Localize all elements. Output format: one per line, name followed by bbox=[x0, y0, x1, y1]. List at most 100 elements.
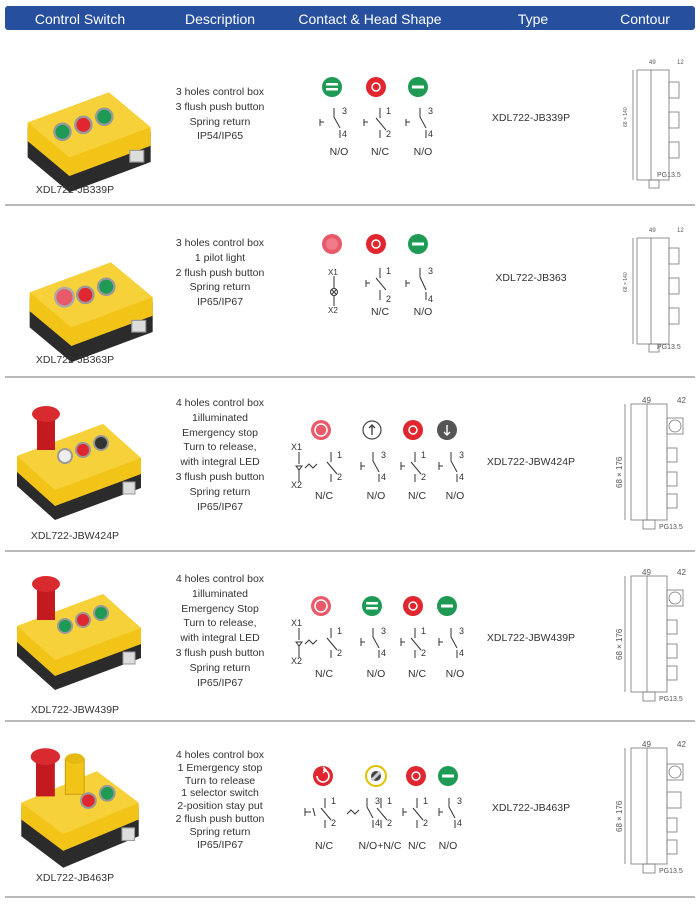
product-row-jb339p: XDL722-JB339P 3 holes control box 3 flus… bbox=[5, 32, 695, 204]
gland-label: PG13.5 bbox=[657, 172, 681, 179]
svg-text:2: 2 bbox=[423, 818, 428, 828]
type-code: XDL722-JBW424P bbox=[486, 456, 576, 468]
svg-text:4: 4 bbox=[381, 648, 386, 658]
svg-text:4: 4 bbox=[428, 129, 433, 139]
description-line: Emergency Stop bbox=[181, 602, 259, 615]
contact-type-label: N/O bbox=[413, 146, 433, 158]
height-dimension: 68 × 140 bbox=[623, 107, 629, 127]
description: 4 holes control box 1illuminated Emergen… bbox=[153, 572, 287, 690]
description: 4 holes control box 1 Emergency stop Tur… bbox=[153, 749, 287, 851]
gland-label: PG13.5 bbox=[657, 344, 681, 351]
svg-text:2: 2 bbox=[421, 472, 426, 482]
model-label: XDL722-JB463P bbox=[35, 872, 115, 884]
description-line: 1illuminated bbox=[191, 411, 249, 424]
description-line: 2 flush push button bbox=[175, 266, 265, 279]
width-dimension: 49 bbox=[649, 60, 656, 66]
svg-text:3: 3 bbox=[381, 626, 386, 636]
contact-type-label: N/C bbox=[407, 840, 427, 852]
description-line: Spring return bbox=[189, 825, 251, 838]
description: 4 holes control box 1illuminated Emergen… bbox=[153, 396, 287, 514]
gland-label: PG13.5 bbox=[659, 868, 683, 875]
svg-text:3: 3 bbox=[428, 266, 433, 276]
contact-type-label: N/C bbox=[370, 146, 390, 158]
header-contact-head-shape: Contact & Head Shape bbox=[298, 11, 442, 27]
header-contour: Contour bbox=[620, 11, 670, 27]
description-line: 3 holes control box bbox=[175, 86, 265, 98]
svg-text:1: 1 bbox=[337, 626, 342, 636]
row-divider bbox=[5, 896, 695, 898]
contour-drawing bbox=[624, 747, 684, 874]
description-line: Emergency stop bbox=[182, 426, 258, 439]
svg-text:4: 4 bbox=[428, 294, 433, 304]
contact-type-label: N/O bbox=[366, 490, 386, 502]
contour-drawing bbox=[624, 575, 684, 702]
svg-text:3: 3 bbox=[342, 106, 347, 116]
svg-text:3: 3 bbox=[375, 796, 380, 806]
selector-contact-symbol bbox=[346, 798, 388, 828]
contact-type-label: N/C bbox=[314, 840, 334, 852]
gland-label: PG13.5 bbox=[659, 524, 683, 531]
description-line: IP65/IP67 bbox=[196, 296, 244, 309]
svg-text:2: 2 bbox=[387, 818, 392, 828]
side-dimension: 42 bbox=[677, 568, 686, 577]
svg-text:4: 4 bbox=[459, 472, 464, 482]
description-line: with integral LED bbox=[180, 632, 260, 645]
side-dimension: 42 bbox=[677, 740, 686, 749]
svg-text:1: 1 bbox=[331, 796, 336, 806]
description-line: IP65/IP67 bbox=[196, 500, 244, 513]
control-box-photo bbox=[27, 92, 151, 193]
svg-text:1: 1 bbox=[421, 626, 426, 636]
type-code: XDL722-JB463P bbox=[491, 802, 571, 814]
type-code: XDL722-JBW439P bbox=[486, 632, 576, 644]
contact-type-label: N/O bbox=[438, 840, 458, 852]
description-line: Turn to release, bbox=[183, 617, 257, 630]
emergency-nc-contact-symbol bbox=[295, 452, 338, 482]
nc-contact-symbol bbox=[402, 798, 424, 828]
table-header: Control Switch Description Contact & Hea… bbox=[5, 6, 695, 30]
selector-switch-head-icon bbox=[365, 765, 387, 787]
height-dimension: 68 × 176 bbox=[615, 800, 624, 832]
height-dimension: 68 × 176 bbox=[615, 628, 624, 660]
contact-type-label: N/O bbox=[445, 490, 465, 502]
lamp-symbol bbox=[330, 276, 338, 306]
description-line: 4 holes control box bbox=[175, 573, 265, 585]
emergency-nc-contact-symbol bbox=[304, 798, 332, 828]
description: 3 holes control box 3 flush push button … bbox=[153, 85, 287, 144]
svg-text:4: 4 bbox=[375, 818, 380, 828]
contact-type-label: N/O bbox=[445, 668, 465, 680]
contact-head-diagram: 34 12 34 bbox=[319, 77, 433, 139]
model-label: XDL722-JBW439P bbox=[30, 704, 120, 716]
lamp-terminal-label: X1 bbox=[328, 268, 338, 277]
nc-contact-symbol bbox=[400, 628, 422, 658]
no-contact-symbol bbox=[438, 628, 458, 658]
green-equals-head-icon bbox=[362, 596, 382, 616]
description-line: 2-position stay put bbox=[177, 800, 263, 813]
svg-text:2: 2 bbox=[386, 294, 391, 304]
description-line: 3 flush push button bbox=[175, 470, 265, 483]
side-dimension: 42 bbox=[677, 396, 686, 405]
row-divider bbox=[5, 204, 695, 206]
contact-type-label: N/O bbox=[366, 668, 386, 680]
description-line: Spring return bbox=[189, 485, 251, 498]
emergency-stop-head-icon bbox=[311, 596, 331, 616]
no-contact-symbol bbox=[360, 628, 380, 658]
svg-text:1: 1 bbox=[386, 266, 391, 276]
description-line: 4 holes control box bbox=[175, 749, 265, 761]
red-ring-head-icon bbox=[403, 596, 423, 616]
description-line: Turn to release bbox=[184, 774, 256, 787]
type-code: XDL722-JB339P bbox=[491, 112, 571, 124]
control-box-photo bbox=[17, 406, 141, 520]
svg-text:4: 4 bbox=[342, 129, 347, 139]
lamp-terminal-label: X2 bbox=[291, 480, 303, 490]
green-minus-head-icon bbox=[438, 766, 458, 786]
green-equals-head-icon bbox=[322, 77, 342, 97]
red-ring-head-icon bbox=[366, 234, 386, 254]
contact-type-label: N/C bbox=[407, 668, 427, 680]
description-line: IP65/IP67 bbox=[196, 838, 244, 851]
arrow-down-head-icon bbox=[437, 420, 457, 440]
no-contact-symbol bbox=[438, 798, 456, 828]
row-divider bbox=[5, 720, 695, 722]
control-box-photo bbox=[21, 748, 139, 868]
lamp-terminal-label: X1 bbox=[291, 442, 303, 452]
